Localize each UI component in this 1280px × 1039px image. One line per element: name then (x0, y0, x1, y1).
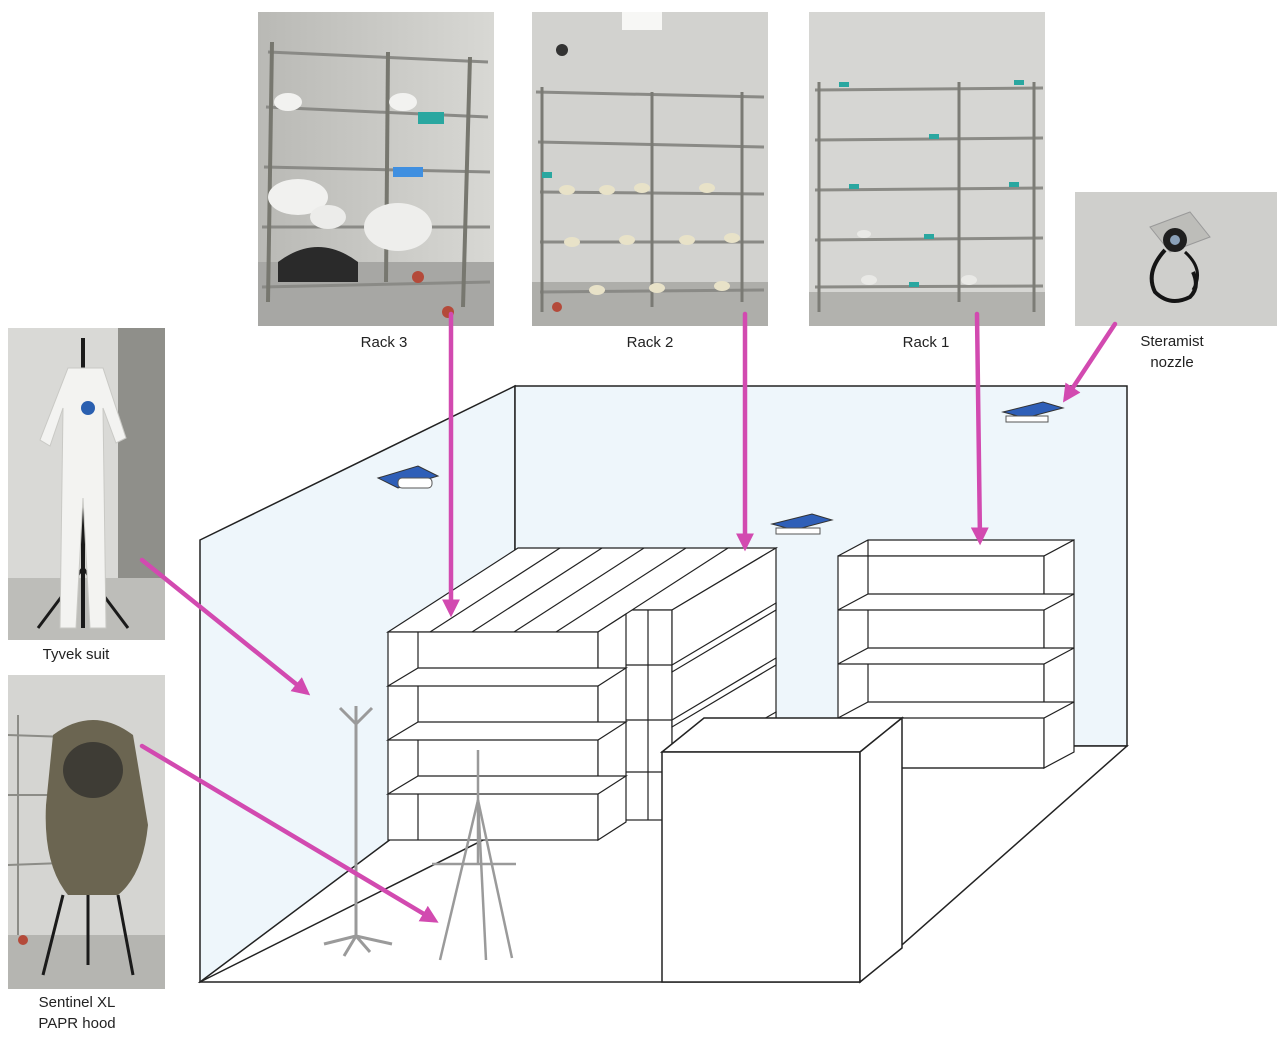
steramist-nozzle-center (770, 513, 834, 535)
steramist-nozzle-left (376, 465, 440, 489)
papr-hood-caption: Sentinel XL PAPR hood (12, 992, 142, 1034)
papr-caption-line-2: PAPR hood (38, 1015, 116, 1032)
arrow-tyvek-suit (139, 557, 311, 696)
arrow-rack-1 (970, 311, 989, 546)
rack-2-caption: Rack 2 (626, 334, 674, 351)
coat-rack-stand (323, 706, 393, 957)
rack-3-caption: Rack 3 (360, 334, 408, 351)
rack-3-shelving (385, 547, 731, 842)
arrow-papr-hood (139, 743, 439, 923)
papr-hood-photo (8, 675, 165, 989)
front-box (659, 716, 905, 984)
steramist-nozzle-caption: Steramist nozzle (1112, 331, 1232, 373)
steramist-nozzle-photo (1075, 192, 1277, 326)
tyvek-suit-photo (8, 328, 165, 640)
rack-3-photo (258, 12, 494, 326)
arrow-steramist-nozzle (1063, 321, 1118, 403)
steramist-caption-line-2: nozzle (1150, 354, 1194, 371)
rack-1-photo (809, 12, 1045, 326)
steramist-nozzle-right (1001, 401, 1065, 423)
papr-caption-line-1: Sentinel XL (38, 994, 116, 1011)
tripod-stand (432, 750, 516, 961)
tyvek-suit-caption: Tyvek suit (42, 646, 110, 663)
steramist-caption-line-1: Steramist (1140, 333, 1204, 350)
rack-1-caption: Rack 1 (902, 334, 950, 351)
rack-2-photo (532, 12, 768, 326)
